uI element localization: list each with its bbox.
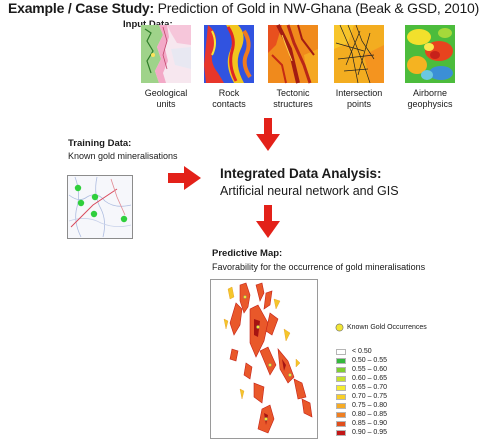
legend-row: 0.90 – 0.95 bbox=[336, 428, 387, 437]
title-bold: Example / Case Study: bbox=[8, 0, 154, 16]
tectonic-structures-map-thumbnail bbox=[268, 24, 318, 84]
legend-class-label: 0.60 – 0.65 bbox=[352, 375, 388, 382]
legend-class-label: 0.70 – 0.75 bbox=[352, 393, 388, 400]
favorability-legend: < 0.50 0.50 – 0.55 0.55 – 0.60 0.60 – 0.… bbox=[336, 347, 387, 437]
rock-contacts-map-thumbnail bbox=[204, 25, 254, 83]
caption-line: Geological bbox=[144, 88, 188, 98]
integrated-analysis-title: Integrated Data Analysis: bbox=[220, 166, 382, 181]
legend-class-label: 0.75 – 0.80 bbox=[352, 402, 388, 409]
caption-line: points bbox=[346, 99, 372, 109]
input-data-label: Input Data: bbox=[123, 19, 173, 30]
favorability-map bbox=[210, 279, 318, 439]
legend-swatch bbox=[336, 411, 346, 418]
predictive-map-description: Favorability for the occurrence of gold … bbox=[212, 262, 426, 272]
down-arrow-icon bbox=[256, 205, 280, 238]
page-title: Example / Case Study: Prediction of Gold… bbox=[8, 0, 479, 16]
legend-class-label: 0.55 – 0.60 bbox=[352, 366, 388, 373]
down-arrow-icon bbox=[256, 118, 280, 151]
training-data-description: Known gold mineralisations bbox=[68, 151, 178, 161]
training-data-label: Training Data: bbox=[68, 138, 132, 149]
legend-row: 0.70 – 0.75 bbox=[336, 392, 387, 401]
legend-class-label: 0.80 – 0.85 bbox=[352, 411, 388, 418]
caption-line: Intersection bbox=[335, 88, 383, 98]
caption-line: Rock bbox=[218, 88, 240, 98]
predictive-map-label: Predictive Map: bbox=[212, 248, 283, 259]
legend-row: 0.75 – 0.80 bbox=[336, 401, 387, 410]
right-arrow-icon bbox=[168, 166, 201, 190]
legend-swatch bbox=[336, 402, 346, 409]
caption-line: geophysics bbox=[407, 99, 453, 109]
legend-row: 0.60 – 0.65 bbox=[336, 374, 387, 383]
legend-marker-label: Known Gold Occurrences bbox=[347, 324, 427, 331]
legend-row: 0.85 – 0.90 bbox=[336, 419, 387, 428]
gold-occurrence-marker-icon bbox=[335, 323, 344, 332]
legend-class-label: 0.85 – 0.90 bbox=[352, 420, 388, 427]
legend-class-label: 0.65 – 0.70 bbox=[352, 384, 388, 391]
legend-class-label: 0.50 – 0.55 bbox=[352, 357, 388, 364]
intersection-points-map-thumbnail bbox=[334, 24, 384, 84]
caption-line: Tectonic bbox=[276, 88, 310, 98]
legend-row: 0.80 – 0.85 bbox=[336, 410, 387, 419]
caption-line: Airborne bbox=[412, 88, 448, 98]
legend-swatch bbox=[336, 375, 346, 382]
legend-row: < 0.50 bbox=[336, 347, 387, 356]
training-points-map-thumbnail bbox=[67, 175, 133, 239]
legend-row: 0.55 – 0.60 bbox=[336, 365, 387, 374]
legend-swatch bbox=[336, 357, 346, 364]
legend-class-label: 0.90 – 0.95 bbox=[352, 429, 388, 436]
geology-map-thumbnail bbox=[141, 25, 191, 83]
integrated-analysis-subtitle: Artificial neural network and GIS bbox=[220, 184, 399, 198]
legend-class-label: < 0.50 bbox=[352, 348, 372, 355]
legend-swatch bbox=[336, 429, 346, 436]
legend-swatch bbox=[336, 366, 346, 373]
legend-row: 0.65 – 0.70 bbox=[336, 383, 387, 392]
legend-swatch bbox=[336, 384, 346, 391]
airborne-geophysics-map-thumbnail bbox=[405, 25, 455, 83]
legend-row: 0.50 – 0.55 bbox=[336, 356, 387, 365]
legend-swatch bbox=[336, 420, 346, 427]
legend-swatch bbox=[336, 348, 346, 355]
caption-line: structures bbox=[273, 99, 313, 109]
caption-line: contacts bbox=[212, 99, 246, 109]
caption-line: units bbox=[156, 99, 176, 109]
title-rest: Prediction of Gold in NW-Ghana (Beak & G… bbox=[153, 0, 479, 16]
legend-swatch bbox=[336, 393, 346, 400]
